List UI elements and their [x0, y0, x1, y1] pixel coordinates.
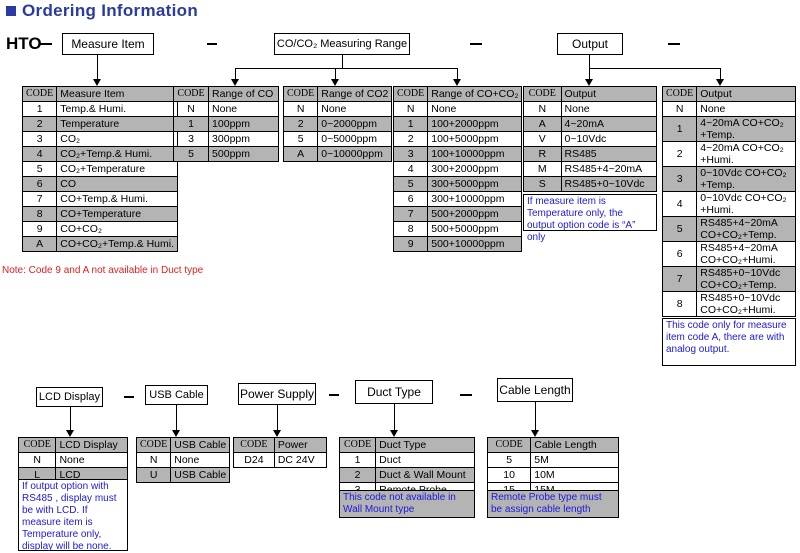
connector-line — [277, 405, 278, 430]
arrow-down-icon — [716, 79, 724, 86]
connector-line — [589, 55, 590, 68]
output-box: Output — [557, 33, 623, 55]
separator-dash — [460, 394, 472, 396]
connector-line — [235, 68, 457, 69]
separator-dash — [668, 43, 680, 45]
measure-item-box: Measure Item — [62, 33, 154, 55]
duct-type-box: Duct Type — [355, 380, 433, 404]
separator-dash — [124, 396, 134, 398]
arrow-down-icon — [585, 79, 593, 86]
bullet-square-icon — [6, 6, 16, 16]
cable-length-note: Remote Probe type must be assign cable l… — [487, 490, 619, 518]
model-prefix: HTO — [6, 34, 42, 53]
lcd-display-box: LCD Display — [36, 387, 103, 407]
output-note: If measure item is Temperature only, the… — [523, 194, 657, 243]
section-header: Ordering Information — [0, 0, 198, 22]
separator-dash — [40, 43, 52, 45]
page-title: Ordering Information — [22, 1, 198, 20]
arrow-down-icon — [531, 430, 539, 437]
lcd-display-note: If output option with RS485 , display mu… — [18, 479, 128, 552]
connector-line — [720, 68, 721, 79]
arrow-down-icon — [231, 79, 239, 86]
duct-type-note: Note: Code 9 and A not available in Duct… — [2, 265, 204, 276]
separator-dash — [329, 394, 339, 396]
connector-line — [589, 68, 721, 69]
duct-type-note-box: This code not available in Wall Mount ty… — [339, 490, 475, 518]
arrow-down-icon — [93, 79, 101, 86]
cable-length-box: Cable Length — [497, 378, 573, 402]
connector-line — [457, 68, 458, 79]
separator-dash — [207, 43, 217, 45]
arrow-down-icon — [172, 430, 180, 437]
separator-dash — [470, 43, 482, 45]
connector-line — [70, 407, 71, 430]
arrow-down-icon — [390, 430, 398, 437]
connector-line — [235, 68, 236, 79]
connector-line — [176, 405, 177, 430]
connector-line — [535, 402, 536, 430]
co-range-box: CO/CO₂ Measuring Range — [274, 33, 410, 55]
connector-line — [335, 68, 336, 79]
arrow-down-icon — [66, 430, 74, 437]
arrow-down-icon — [453, 79, 461, 86]
connector-line — [342, 55, 343, 68]
arrow-down-icon — [331, 79, 339, 86]
usb-cable-box: USB Cable — [145, 385, 208, 405]
output-combined-note: This code only for measure item code A, … — [662, 318, 796, 366]
power-supply-box: Power Supply — [238, 383, 316, 405]
connector-line — [97, 55, 98, 79]
connector-line — [394, 404, 395, 430]
connector-line — [589, 68, 590, 79]
arrow-down-icon — [273, 430, 281, 437]
